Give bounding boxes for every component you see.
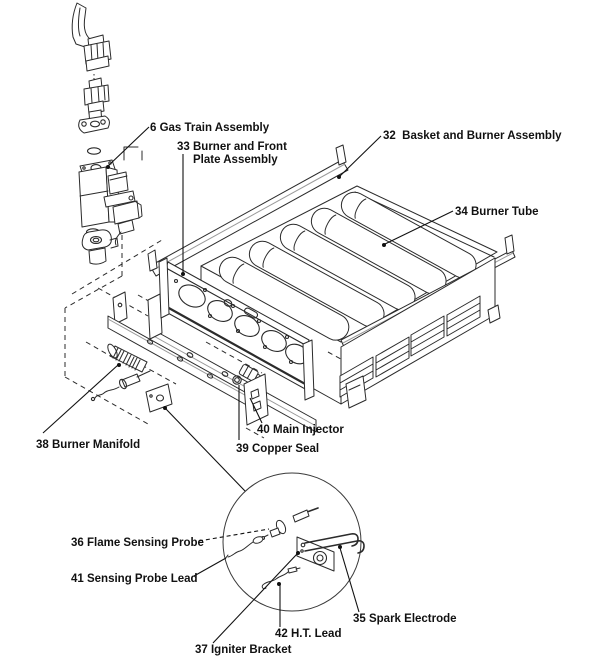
leader-dot-spark-electrode xyxy=(338,545,342,549)
leader-lines xyxy=(42,126,454,644)
label-burner-front-plate-line1: 33 Burner and Front xyxy=(177,141,287,153)
label-sensing-probe-lead: 41 Sensing Probe Lead xyxy=(71,573,198,585)
right-corner-foot xyxy=(487,304,501,324)
copper-seal xyxy=(232,375,242,385)
label-burner-manifold: 38 Burner Manifold xyxy=(36,439,140,451)
flame-probe-small xyxy=(90,370,151,402)
spark-electrode-drawing xyxy=(304,533,365,554)
leader-spark-electrode xyxy=(339,547,360,613)
manifold-end-bracket xyxy=(243,373,269,426)
front-foot xyxy=(345,375,367,409)
leader-gas-train xyxy=(107,126,150,167)
leader-main-injector xyxy=(249,397,263,424)
leader-dot-manifold xyxy=(117,363,121,367)
label-basket-burner-assembly: 32 Basket and Burner Assembly xyxy=(383,130,562,142)
label-burner-tube: 34 Burner Tube xyxy=(455,206,539,218)
leader-dot-basket xyxy=(337,175,341,179)
burner-front-plate-drawing xyxy=(158,257,315,401)
bottom-flange xyxy=(81,229,112,251)
leader-dot-gas-train xyxy=(106,165,110,169)
label-ht-lead: 42 H.T. Lead xyxy=(275,628,341,640)
leader-basket xyxy=(339,135,382,177)
burner-manifold-drawing xyxy=(107,291,269,426)
label-copper-seal: 39 Copper Seal xyxy=(236,443,319,455)
label-gas-train-assembly: 6 Gas Train Assembly xyxy=(150,122,270,134)
solenoid-coil-1 xyxy=(107,171,129,195)
leader-detail-circle xyxy=(165,408,246,492)
label-main-injector: 40 Main Injector xyxy=(257,424,344,436)
gas-train-assembly-drawing xyxy=(71,2,143,265)
igniter-bracket-drawing xyxy=(296,536,335,572)
flame-sensing-probe-drawing xyxy=(260,507,319,541)
wire-terminal xyxy=(117,219,135,235)
leader-manifold xyxy=(42,364,119,434)
igniter-parts-small-drawing xyxy=(90,370,173,413)
leader-dot-burner-tube xyxy=(382,243,386,247)
label-spark-electrode: 35 Spark Electrode xyxy=(353,613,457,625)
leader-flame-probe xyxy=(198,528,270,542)
manifold-inlet-cylinder xyxy=(107,343,148,373)
leader-igniter-bracket xyxy=(212,553,298,644)
labels: 6 Gas Train Assembly 33 Burner and Front… xyxy=(36,122,562,656)
plate-rivets xyxy=(173,278,294,365)
leader-dot-front-plate xyxy=(181,272,185,276)
ht-lead-drawing xyxy=(261,566,301,589)
o-ring-upper xyxy=(86,147,102,155)
inlet-flange xyxy=(78,115,110,134)
detail-circle xyxy=(222,472,365,612)
label-igniter-bracket: 37 Igniter Bracket xyxy=(195,644,292,656)
back-rail xyxy=(149,159,349,277)
leader-dot-ht-lead xyxy=(277,582,281,586)
label-burner-front-plate-line2: Plate Assembly xyxy=(193,154,278,166)
igniter-bracket-small xyxy=(145,383,173,413)
leader-burner-tube xyxy=(384,210,454,245)
burner-tube-5 xyxy=(218,256,350,341)
leader-dot-detail-source xyxy=(163,406,167,410)
leader-dot-igniter-bracket xyxy=(296,551,300,555)
sensing-probe-lead-drawing xyxy=(224,536,264,560)
leader-probe-lead xyxy=(193,557,227,577)
label-flame-sensing-probe: 36 Flame Sensing Probe xyxy=(71,537,204,549)
